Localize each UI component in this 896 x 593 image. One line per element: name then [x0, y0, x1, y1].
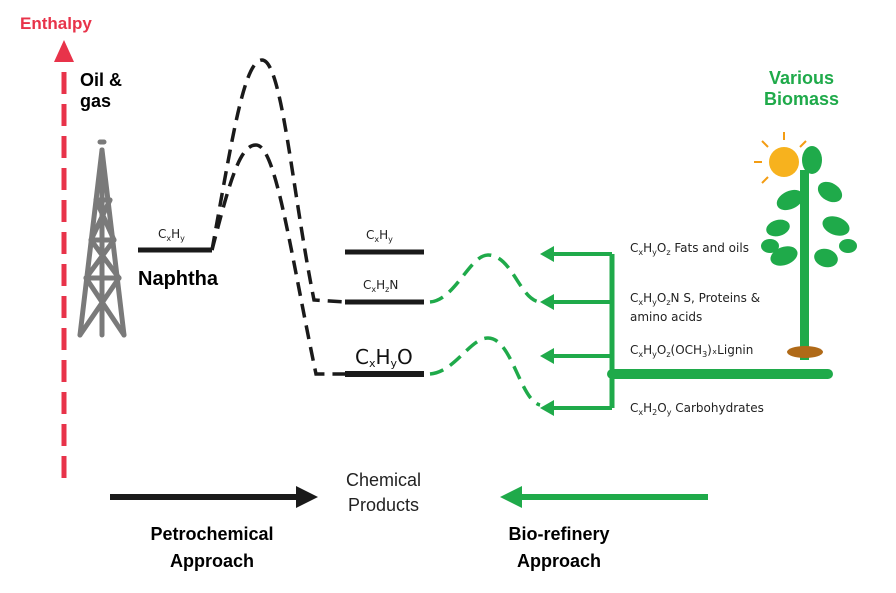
arrowhead-icon — [540, 246, 554, 262]
biomass-line2: Biomass — [764, 88, 840, 109]
bio-approach-arrow — [500, 486, 708, 508]
arrowhead-icon — [540, 294, 554, 310]
soil-mound — [787, 346, 823, 358]
enthalpy-label: Enthalpy — [20, 14, 92, 33]
various-biomass-label: Various Biomass — [764, 68, 839, 109]
arrowhead-icon — [540, 400, 554, 416]
plant-with-sun-icon — [754, 132, 857, 360]
feedstock-fats-oils: CxHyOz Fats and oils — [630, 241, 749, 257]
enthalpy-axis — [54, 40, 74, 478]
oil-gas-label: Oil & gas — [80, 70, 122, 111]
biomass-line1: Various — [769, 68, 835, 88]
feedstock-proteins-line2: amino acids — [630, 310, 703, 325]
petro-approach-arrow — [110, 486, 318, 508]
bio-transition-curves — [429, 253, 541, 407]
petro-transition-curves — [210, 58, 346, 376]
naphtha-label: Naphtha — [138, 268, 218, 290]
level-formula-cxhy: CxHy — [366, 228, 393, 244]
oil-gas-line1: Oil & — [80, 70, 123, 90]
chemical-products-label: Chemical Products — [346, 470, 421, 515]
level-formula-cxhzn: CxHzN — [363, 278, 399, 294]
petro-approach-line2: Approach — [169, 550, 254, 571]
chemical-products-line1: Chemical — [346, 470, 422, 490]
feedstock-proteins: CxHyOzN S, Proteins & amino acids — [630, 291, 761, 325]
bio-approach-line2: Approach — [516, 550, 601, 571]
sun-icon — [754, 132, 807, 184]
feedstock-carbohydrates: CxH2Oy Carbohydrates — [630, 401, 764, 417]
petro-approach-line1: Petrochemical — [150, 524, 274, 544]
enthalpy-arrowhead-icon — [54, 40, 74, 62]
feedstock-lignin: CxHyOz(OCH3)ₓLignin — [630, 343, 754, 359]
level-formula-cxhyo: CxHyO — [355, 345, 413, 370]
petrochemical-approach-label: Petrochemical Approach — [134, 524, 290, 571]
chemical-products-line2: Products — [347, 494, 420, 515]
biorefinery-approach-label: Bio-refinery Approach — [496, 524, 622, 571]
naphtha-formula: CxHy — [158, 227, 185, 243]
oil-gas-line2: gas — [80, 90, 112, 111]
biomass-feed-arrows — [540, 246, 833, 416]
bio-approach-line1: Bio-refinery — [508, 524, 610, 544]
arrowhead-icon — [540, 348, 554, 364]
oil-derrick-icon — [77, 139, 127, 338]
